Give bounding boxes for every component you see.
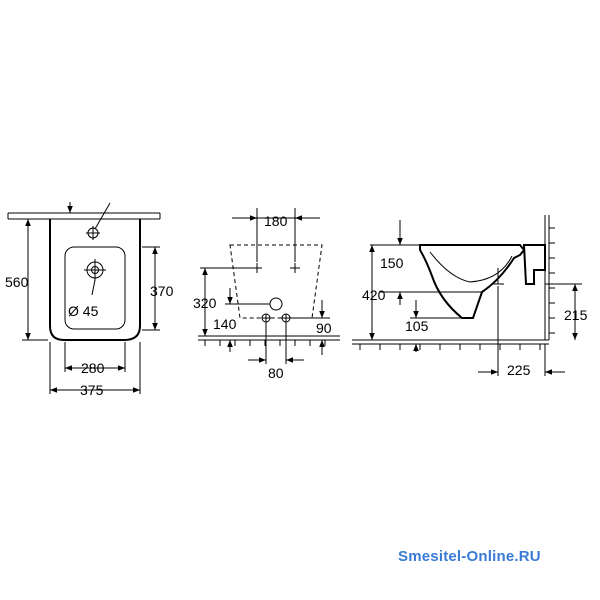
dim-150: 150 <box>380 255 404 271</box>
dim-370: 370 <box>150 283 174 299</box>
watermark-text: Smesitel-Online.RU <box>398 548 541 565</box>
dim-320: 320 <box>193 295 217 311</box>
dim-105: 105 <box>405 318 429 334</box>
rear-dashed-outline <box>229 244 323 319</box>
dim-225: 225 <box>507 362 531 378</box>
rear-view: 180 320 140 90 80 <box>193 208 340 381</box>
dim-420: 420 <box>362 287 386 303</box>
dim-280: 280 <box>81 360 105 376</box>
dim-80: 80 <box>268 365 284 381</box>
rear-drain-icon <box>269 297 283 311</box>
dim-180: 180 <box>264 213 288 229</box>
dim-215: 215 <box>564 307 588 323</box>
dim-140: 140 <box>213 316 237 332</box>
front-wall-line <box>7 212 161 220</box>
front-outer-outline <box>49 219 141 341</box>
bidet-profile <box>419 244 526 319</box>
front-inner-basin <box>64 246 126 330</box>
drain-leader <box>91 279 96 296</box>
rear-floor-line <box>198 335 340 341</box>
dim-90: 90 <box>316 320 332 336</box>
side-floor-line <box>352 339 549 345</box>
dim-560: 560 <box>5 274 29 290</box>
side-view: 150 420 105 215 225 <box>352 215 588 378</box>
dim-375: 375 <box>80 382 104 398</box>
dim-hole-diameter: Ø 45 <box>68 303 99 319</box>
mount-right-icon <box>290 263 300 273</box>
side-bracket <box>522 244 546 285</box>
side-wall <box>544 215 550 340</box>
front-view: 560 370 Ø 45 280 375 <box>5 202 174 398</box>
tap-leader <box>94 202 111 230</box>
